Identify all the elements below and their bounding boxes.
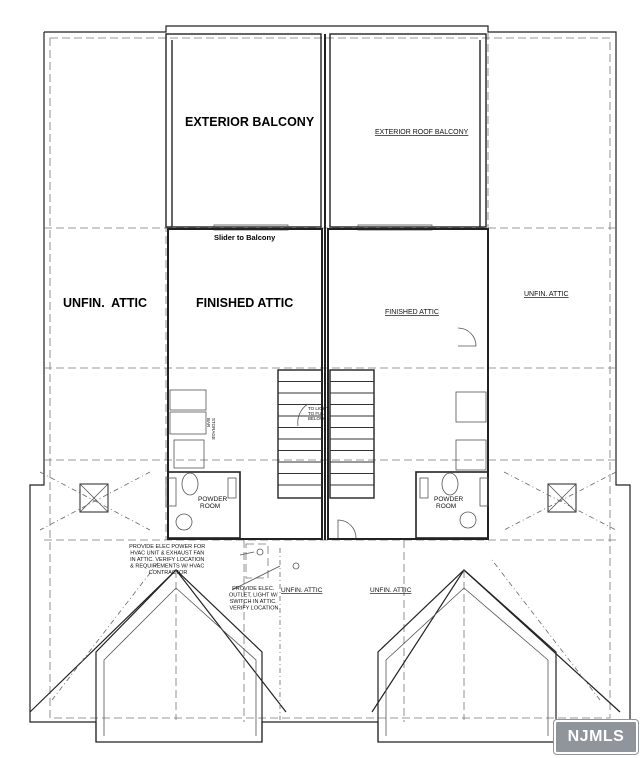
roof-hips xyxy=(29,559,621,742)
skylight-left xyxy=(39,471,151,531)
powder-room-left xyxy=(165,389,241,539)
powder-room-right xyxy=(415,391,489,539)
electrical-symbols xyxy=(231,543,300,720)
elec-note: PROVIDE ELEC. OUTLET, LIGHT W/ SWITCH IN… xyxy=(229,586,279,612)
slider-label: Slider to Balcony xyxy=(214,233,276,242)
exterior-balcony-label: EXTERIOR BALCONY xyxy=(185,115,315,129)
finished-attic-right-label: FINISHED ATTIC xyxy=(385,309,439,316)
stairs xyxy=(277,369,375,499)
doors xyxy=(297,327,477,539)
unfin-attic-center-left-label: UNFIN. ATTIC xyxy=(281,587,323,594)
powder-room-label: POWDER ROOM xyxy=(198,496,229,510)
watermark-text: NJMLS xyxy=(567,728,625,745)
powder-room-right-label: POWDER ROOM xyxy=(434,496,465,510)
njmls-watermark: NJMLS xyxy=(554,720,638,754)
finished-attic-left-label: FINISHED ATTIC xyxy=(196,296,293,310)
exterior-roof-balcony-label: EXTERIOR ROOF BALCONY xyxy=(375,129,469,136)
unfin-attic-right-label: UNFIN. ATTIC xyxy=(524,291,569,298)
vanity-note: STORAGE BAR xyxy=(206,418,216,441)
attic-walls xyxy=(167,34,489,540)
unfin-attic-center-right-label: UNFIN. ATTIC xyxy=(370,587,412,594)
unfin-attic-left-label: UNFIN. ATTIC xyxy=(63,296,147,310)
skylight-right xyxy=(503,471,617,531)
hvac-note: PROVIDE ELEC POWER FOR HVAC UNIT & EXHAU… xyxy=(129,544,207,576)
stair-note: TO LIGHT TO FUL BELOW xyxy=(308,406,330,421)
